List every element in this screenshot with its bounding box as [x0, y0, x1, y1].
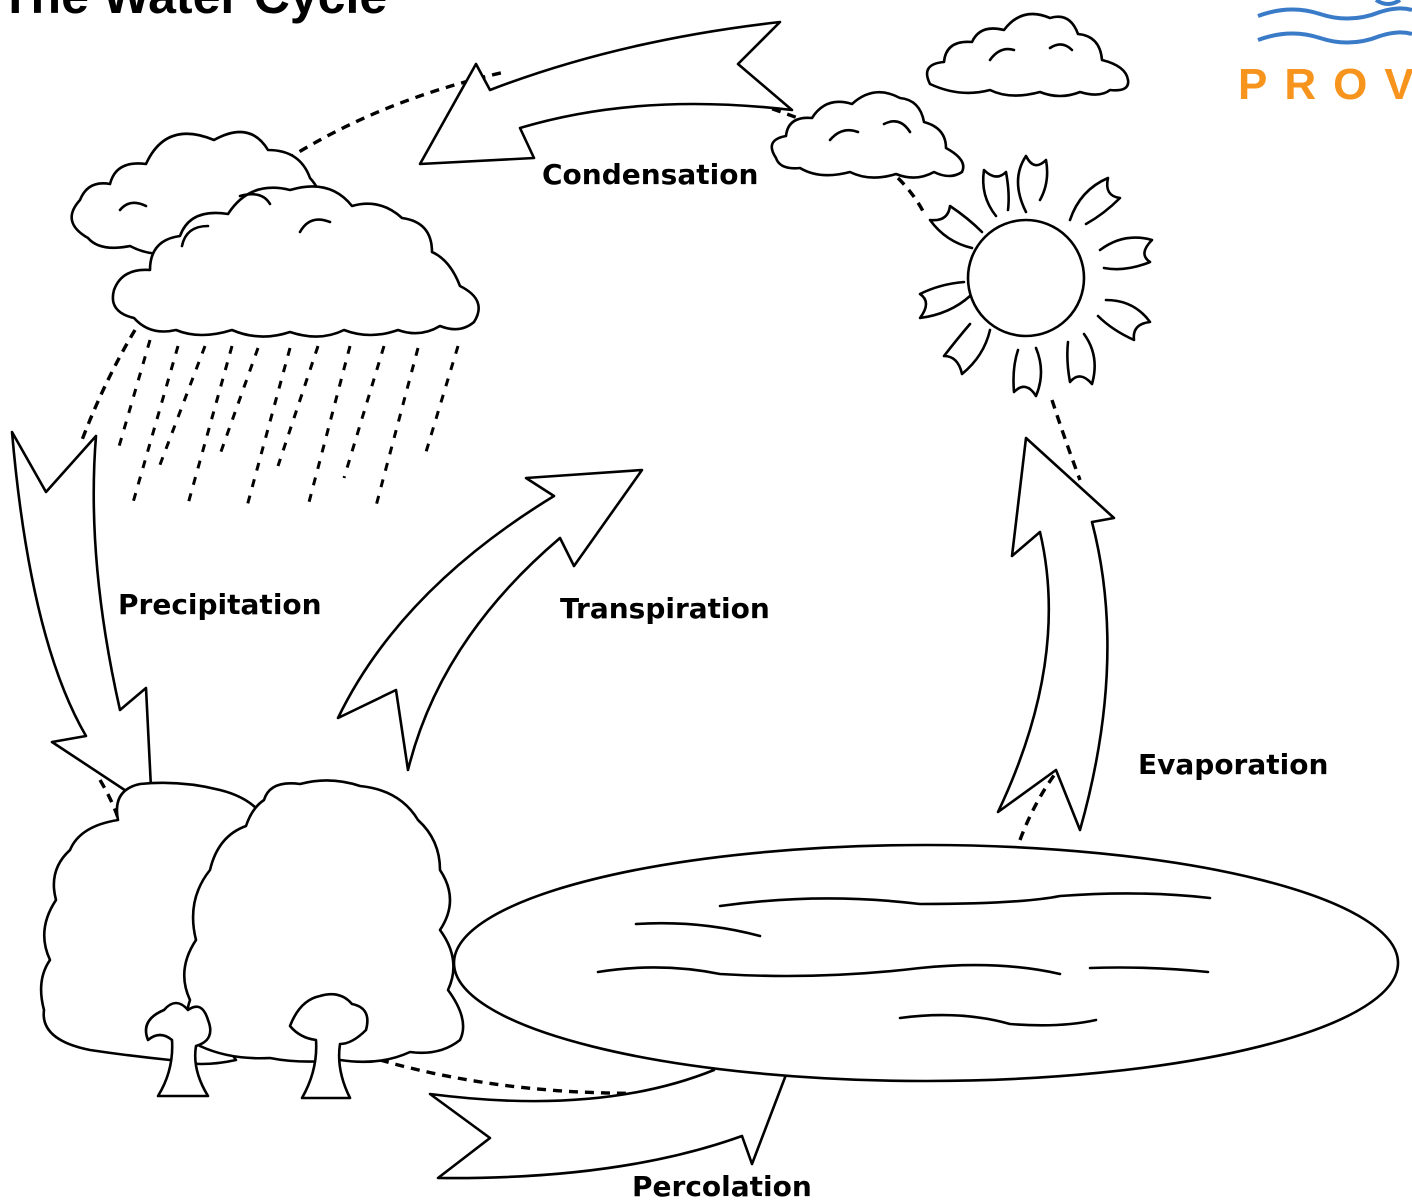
page-title: The Water Cycle — [0, 0, 387, 26]
sun-disc — [966, 218, 1086, 338]
rain-streaks — [116, 339, 460, 511]
precipitation-arrow — [10, 430, 154, 810]
lake — [452, 843, 1400, 1083]
transpiration-arrow — [336, 468, 644, 772]
label-precipitation: Precipitation — [118, 588, 322, 621]
logo-waves-icon — [1257, 0, 1412, 45]
logo-text: PROVE — [1238, 60, 1412, 109]
percolation-arrow — [428, 1036, 802, 1180]
trees — [39, 779, 465, 1100]
label-evaporation: Evaporation — [1138, 748, 1329, 781]
label-condensation: Condensation — [542, 158, 759, 191]
label-percolation: Percolation — [632, 1170, 812, 1201]
label-transpiration: Transpiration — [560, 592, 770, 625]
rain-cloud — [70, 130, 480, 338]
condensation-arrow — [418, 20, 794, 166]
small-clouds — [770, 12, 1130, 179]
evaporation-arrow — [996, 436, 1116, 832]
sun-icon — [918, 154, 1154, 398]
